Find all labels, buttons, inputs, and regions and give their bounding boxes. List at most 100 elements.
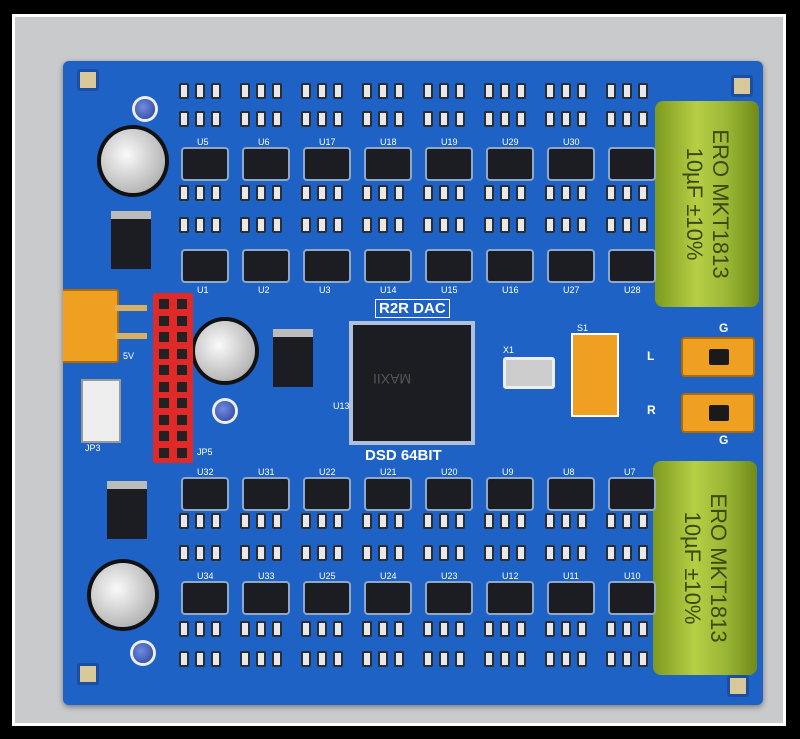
resistor [240, 513, 250, 529]
resistor [394, 111, 404, 127]
resistor [606, 545, 616, 561]
resistor [622, 545, 632, 561]
connector-pin [115, 305, 147, 311]
header-pin [159, 414, 169, 425]
resistor [195, 83, 205, 99]
resistor [378, 111, 388, 127]
resistor [394, 217, 404, 233]
small-capacitor [135, 99, 155, 119]
resistor [516, 83, 526, 99]
resistor [272, 621, 282, 637]
ic-chip [427, 583, 471, 613]
ic-label: U18 [380, 137, 397, 147]
ic-label: U1 [197, 285, 209, 295]
ic-label: U31 [258, 467, 275, 477]
ic-chip [183, 479, 227, 509]
cap-brand: ERO [708, 129, 733, 178]
resistor [577, 217, 587, 233]
resistor [638, 513, 648, 529]
resistor [301, 545, 311, 561]
resistor [545, 83, 555, 99]
resistor [561, 185, 571, 201]
resistor [272, 651, 282, 667]
chip-marking: MAXII [373, 371, 412, 387]
ic-label: U34 [197, 571, 214, 581]
main-chip: MAXII [353, 325, 471, 441]
resistor [272, 513, 282, 529]
left-output-terminal [681, 337, 755, 377]
ic-label: U17 [319, 137, 336, 147]
resistor [439, 185, 449, 201]
ic-chip [305, 583, 349, 613]
ic-chip [183, 583, 227, 613]
resistor [378, 217, 388, 233]
resistor [545, 217, 555, 233]
resistor [638, 651, 648, 667]
resistor [179, 651, 189, 667]
resistor [240, 83, 250, 99]
resistor [622, 621, 632, 637]
resistor [638, 545, 648, 561]
right-output-terminal [681, 393, 755, 433]
resistor [500, 621, 510, 637]
resistor [455, 83, 465, 99]
resistor [317, 621, 327, 637]
right-channel-label: R [647, 403, 656, 417]
resistor [179, 621, 189, 637]
resistor [500, 651, 510, 667]
ic-chip [183, 251, 227, 281]
voltage-regulator [273, 329, 313, 387]
ic-label: U30 [563, 137, 580, 147]
resistor [439, 217, 449, 233]
resistor [301, 513, 311, 529]
resistor [423, 217, 433, 233]
resistor [484, 513, 494, 529]
board-title: R2R DAC [375, 299, 450, 318]
resistor [638, 621, 648, 637]
resistor [516, 217, 526, 233]
resistor [394, 185, 404, 201]
resistor [455, 185, 465, 201]
resistor [484, 651, 494, 667]
ic-chip [427, 149, 471, 179]
ic-chip [610, 479, 654, 509]
header-pin [159, 332, 169, 342]
resistor [317, 545, 327, 561]
ic-chip [244, 149, 288, 179]
resistor [301, 83, 311, 99]
ic-label: U11 [563, 571, 579, 581]
resistor [516, 513, 526, 529]
resistor [500, 545, 510, 561]
power-connector [63, 289, 119, 363]
resistor [301, 111, 311, 127]
resistor [455, 651, 465, 667]
resistor [240, 217, 250, 233]
resistor [256, 83, 266, 99]
header-pin [159, 447, 169, 458]
ic-label: U24 [380, 571, 397, 581]
dip-switch[interactable] [571, 333, 619, 417]
ic-label: U32 [197, 467, 214, 477]
ic-label: U3 [319, 285, 331, 295]
resistor [195, 651, 205, 667]
power-label: 5V [123, 351, 135, 361]
resistor [484, 111, 494, 127]
cap-model: MKT1813 [706, 547, 731, 643]
ic-label: U28 [624, 285, 641, 295]
resistor [622, 513, 632, 529]
resistor [455, 621, 465, 637]
resistor [622, 185, 632, 201]
resistor [333, 83, 343, 99]
resistor [484, 217, 494, 233]
ic-chip [366, 479, 410, 509]
ic-label: U14 [380, 285, 397, 295]
resistor [195, 513, 205, 529]
resistor [455, 545, 465, 561]
resistor [439, 621, 449, 637]
resistor [606, 513, 616, 529]
ic-label: U21 [380, 467, 397, 477]
resistor [484, 83, 494, 99]
resistor [317, 83, 327, 99]
resistor [439, 111, 449, 127]
